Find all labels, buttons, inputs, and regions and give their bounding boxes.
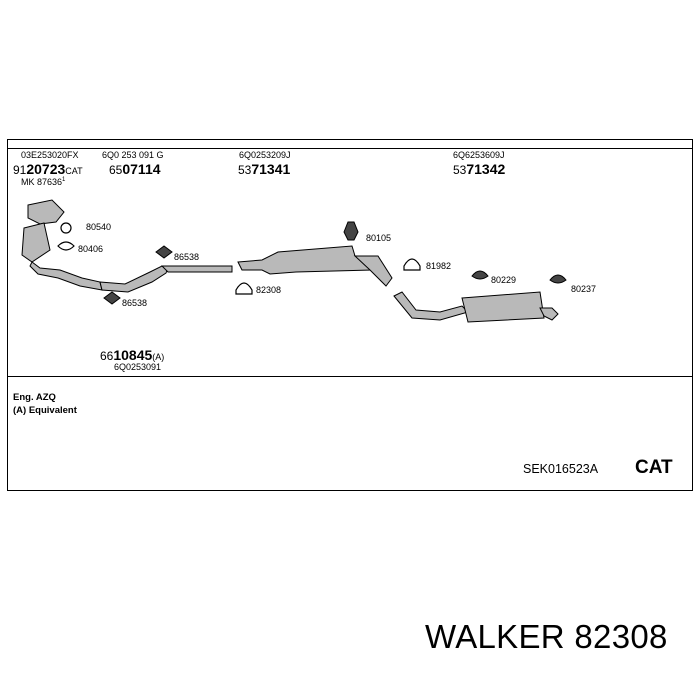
pipe-part-number: 6610845(A): [100, 347, 165, 363]
front-pipe-icon: [99, 265, 169, 293]
label-80105: 80105: [366, 233, 392, 243]
manifold-icon: [27, 199, 65, 225]
hanger-80105-icon: [343, 221, 359, 241]
label-80406: 80406: [78, 244, 104, 254]
clamp-82308-icon: [235, 282, 253, 295]
rubber-mount-86538-top-icon: [155, 245, 173, 259]
kit-code: SEK016523A: [523, 462, 599, 476]
equivalent-note: (A) Equivalent: [13, 405, 77, 416]
top-divider: [7, 148, 693, 149]
label-81982: 81982: [426, 261, 452, 271]
label-82308: 82308: [256, 285, 282, 295]
pipe-oe-number: 6Q0253091: [114, 362, 162, 372]
oe-number-4: 6Q6253609J: [453, 150, 505, 160]
clamp-81982-icon: [403, 258, 421, 271]
cat-label: CAT: [635, 457, 673, 478]
part-number-1: 9120723CAT: [13, 161, 83, 177]
mk-number: MK 876361: [21, 177, 66, 187]
engine-note: Eng. AZQ: [13, 392, 56, 403]
part-number-3: 5371341: [238, 161, 291, 177]
oe-number-3: 6Q0253209J: [239, 150, 291, 160]
catalytic-converter-icon: [21, 222, 51, 263]
part-number-2: 6507114: [109, 161, 161, 177]
label-86538-top: 86538: [174, 252, 200, 262]
oe-number-2: 6Q0 253 091 G: [102, 150, 164, 160]
rubber-mount-86538-bottom-icon: [103, 291, 121, 305]
rear-pipe-icon: [393, 291, 469, 321]
label-86538-bottom: 86538: [122, 298, 148, 308]
label-80237: 80237: [571, 284, 597, 294]
hanger-80237-icon: [549, 274, 567, 284]
brand-part-title: WALKER 82308: [425, 618, 668, 655]
gasket-80406-icon: [57, 241, 75, 251]
middle-divider: [7, 376, 693, 377]
part-number-4: 5371342: [453, 161, 506, 177]
rear-silencer-icon: [461, 291, 545, 323]
oe-number-1: 03E253020FX: [21, 150, 79, 160]
diagram-frame: [7, 139, 693, 491]
middle-silencer-icon: [237, 245, 373, 275]
label-80540: 80540: [86, 222, 112, 232]
hanger-80229-icon: [471, 270, 489, 280]
label-80229: 80229: [491, 275, 517, 285]
gasket-80540-icon: [60, 222, 72, 234]
